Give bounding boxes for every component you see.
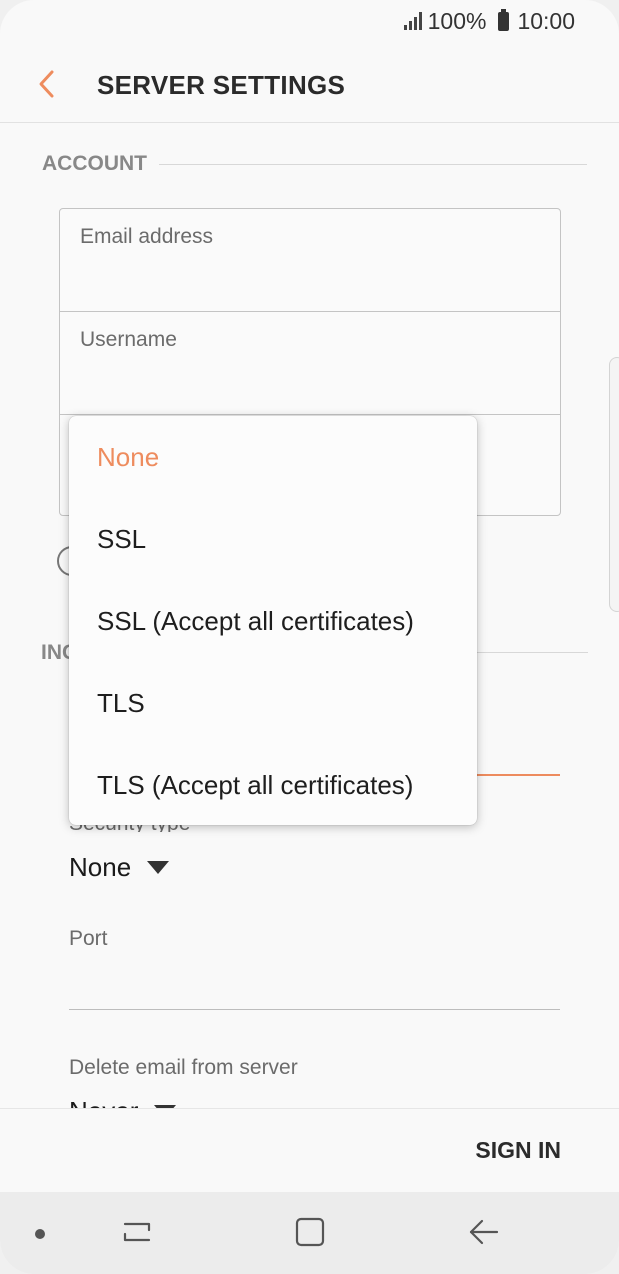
page-title: SERVER SETTINGS [97,70,346,100]
username-label: Username [80,328,177,351]
status-bar: 100% 10:00 [0,0,619,42]
app-bar: SERVER SETTINGS [0,44,619,123]
nav-back-icon[interactable] [466,1214,502,1250]
battery-icon [498,8,510,31]
dropdown-option-ssl[interactable]: SSL [97,523,147,554]
back-arrow-icon[interactable] [30,66,66,102]
bottom-action-bar: SIGN IN [0,1108,619,1193]
email-field[interactable]: Email address [60,209,560,312]
delete-email-label: Delete email from server [69,1056,298,1079]
username-field[interactable]: Username [60,312,560,415]
section-divider [159,163,587,165]
clock: 10:00 [517,7,575,34]
dropdown-option-none[interactable]: None [97,441,160,472]
signal-icon [403,12,422,30]
sign-in-button[interactable]: SIGN IN [475,1137,561,1163]
email-label: Email address [80,225,214,248]
account-section-label: ACCOUNT [42,152,147,175]
edge-panel-handle[interactable] [609,357,619,612]
security-type-select[interactable]: None [69,852,170,883]
chevron-down-icon [147,861,170,874]
battery-percent: 100% [427,7,487,34]
security-type-value: None [69,852,132,882]
nav-hide-dot[interactable] [35,1229,45,1239]
dropdown-option-tls-accept-all[interactable]: TLS (Accept all certificates) [97,769,414,800]
port-field[interactable] [69,1009,560,1010]
section-divider [477,652,588,653]
dropdown-option-tls[interactable]: TLS [97,687,145,718]
recents-icon[interactable] [119,1214,155,1250]
system-nav-bar [0,1192,619,1274]
account-section-header: ACCOUNT [42,152,587,176]
port-label: Port [69,927,108,950]
home-icon[interactable] [292,1214,328,1250]
incoming-section-label: INC [41,641,78,664]
security-type-dropdown: None SSL SSL (Accept all certificates) T… [69,416,477,825]
dropdown-option-ssl-accept-all[interactable]: SSL (Accept all certificates) [97,605,414,636]
